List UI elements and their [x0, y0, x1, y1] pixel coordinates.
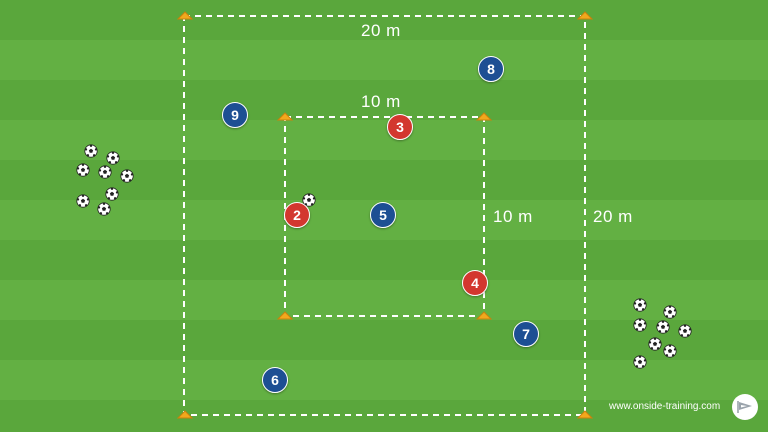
- outer-right-distance-label: 20 m: [593, 207, 633, 226]
- blue-player-5: 5: [370, 202, 396, 228]
- blue-player-6: 6: [262, 367, 288, 393]
- soccer-ball-icon: [633, 318, 647, 332]
- blue-player-8: 8: [478, 56, 504, 82]
- cone: [277, 311, 293, 320]
- cone: [577, 410, 593, 419]
- red-player-4: 4: [462, 270, 488, 296]
- red-player-2: 2: [284, 202, 310, 228]
- soccer-ball-icon: [302, 193, 316, 207]
- soccer-ball-icon: [663, 305, 677, 319]
- cone: [277, 112, 293, 121]
- soccer-ball-icon: [76, 194, 90, 208]
- soccer-ball-icon: [76, 163, 90, 177]
- cone: [177, 11, 193, 20]
- soccer-ball-icon: [633, 298, 647, 312]
- soccer-ball-icon: [120, 169, 134, 183]
- outer-top-distance-label: 20 m: [361, 21, 401, 40]
- inner-top-distance-label: 10 m: [361, 92, 401, 111]
- soccer-ball-icon: [84, 144, 98, 158]
- blue-player-9: 9: [222, 102, 248, 128]
- cone: [476, 311, 492, 320]
- soccer-ball-icon: [105, 187, 119, 201]
- cone: [577, 11, 593, 20]
- website-url[interactable]: www.onside-training.com: [609, 401, 721, 412]
- red-player-3: 3: [387, 114, 413, 140]
- blue-player-7: 7: [513, 321, 539, 347]
- soccer-ball-icon: [663, 344, 677, 358]
- brand-logo[interactable]: [732, 394, 758, 420]
- inner-right-distance-label: 10 m: [493, 207, 533, 226]
- cone: [476, 112, 492, 121]
- soccer-ball-icon: [98, 165, 112, 179]
- flag-icon: [737, 401, 752, 413]
- soccer-ball-icon: [97, 202, 111, 216]
- soccer-ball-icon: [648, 337, 662, 351]
- soccer-ball-icon: [656, 320, 670, 334]
- outer-square-20m: [183, 15, 586, 416]
- soccer-ball-icon: [678, 324, 692, 338]
- soccer-ball-icon: [633, 355, 647, 369]
- soccer-ball-icon: [106, 151, 120, 165]
- cone: [177, 410, 193, 419]
